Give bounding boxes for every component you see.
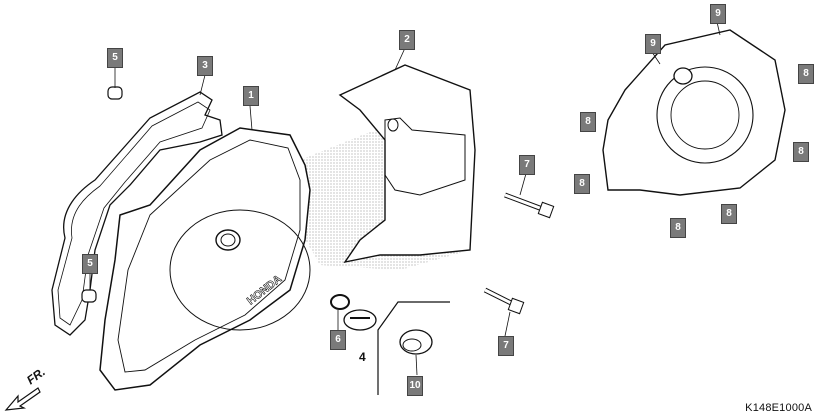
o-ring [330,294,350,310]
callout-part-8-right-mid: 8 [793,142,809,162]
callout-part-6: 6 [330,330,346,350]
cover-plate-flange [384,117,466,196]
bolt-upper [504,192,555,219]
label-part-4: 4 [359,350,366,364]
cover-dome [169,209,311,331]
cover-side-inner [670,80,740,150]
part-bracket [377,301,450,395]
callout-part-7-lower: 7 [498,336,514,356]
cover-seal-ring [215,229,241,251]
hole-cap [343,309,377,331]
front-direction-arrow-icon [4,387,41,411]
callout-part-8-left-top: 8 [580,112,596,132]
dowel-pin-upper [107,86,123,100]
callout-part-9-top: 9 [710,4,726,24]
callout-part-8-left-bottom: 8 [574,174,590,194]
callout-part-2: 2 [399,30,415,50]
bolt-lower [483,287,525,315]
callout-part-5-lower: 5 [82,254,98,274]
dowel-pin-lower [81,289,97,303]
callout-part-7-upper: 7 [519,155,535,175]
cover-seal-inner [220,233,236,247]
diagram-code: K148E1000A [745,402,812,414]
callout-part-3: 3 [197,56,213,76]
callout-part-1: 1 [243,86,259,106]
left-crankcase-cover [99,127,311,391]
callout-part-8-bottom-left: 8 [670,218,686,238]
callout-part-9-left: 9 [645,34,661,54]
cover-side-dome [656,66,754,164]
cover-side-seal [673,67,693,85]
callout-part-8-right-top: 8 [798,64,814,84]
callout-part-10: 10 [407,376,423,396]
cover-side-view [602,29,786,196]
timing-cap [399,329,433,355]
callout-part-8-bottom-right: 8 [721,204,737,224]
cover-rim [117,139,301,373]
callout-part-5-upper: 5 [107,48,123,68]
cover-plate-hole [387,118,399,132]
